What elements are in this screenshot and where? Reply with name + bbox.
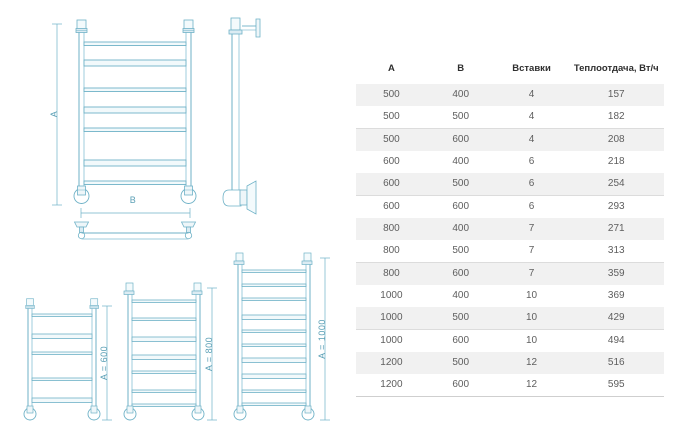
cell-a: 1000 xyxy=(356,285,427,307)
cell-b: 400 xyxy=(426,84,495,106)
cell-b: 400 xyxy=(426,218,495,240)
variant-label-600: A = 600 xyxy=(99,346,109,380)
cell-vstavki: 10 xyxy=(494,329,569,352)
bottom-view-drawing xyxy=(74,221,196,240)
cell-a: 600 xyxy=(356,195,427,218)
column-header-vstavki: Вставки xyxy=(494,57,569,84)
cell-teplootdacha: 359 xyxy=(568,262,664,285)
cell-teplootdacha: 271 xyxy=(568,218,664,240)
front-view-drawing: A B xyxy=(49,19,197,218)
cell-b: 500 xyxy=(426,352,495,374)
cell-vstavki: 7 xyxy=(494,262,569,285)
cell-a: 1200 xyxy=(356,374,427,397)
cell-a: 800 xyxy=(356,262,427,285)
cell-vstavki: 10 xyxy=(494,285,569,307)
cell-vstavki: 7 xyxy=(494,218,569,240)
cell-b: 600 xyxy=(426,329,495,352)
cell-vstavki: 6 xyxy=(494,173,569,196)
cell-vstavki: 10 xyxy=(494,307,569,330)
cell-a: 500 xyxy=(356,128,427,151)
variant-label-1000: A = 1000 xyxy=(317,319,327,359)
cell-b: 400 xyxy=(426,151,495,173)
cell-teplootdacha: 293 xyxy=(568,195,664,218)
technical-drawings-panel: A B xyxy=(23,17,330,421)
cell-a: 600 xyxy=(356,151,427,173)
cell-teplootdacha: 208 xyxy=(568,128,664,151)
cell-a: 500 xyxy=(356,106,427,129)
variant-drawing-600: A = 600 xyxy=(23,298,112,421)
cell-b: 500 xyxy=(426,173,495,196)
drawings-svg: A B xyxy=(23,17,330,421)
cell-b: 500 xyxy=(426,307,495,330)
cell-a: 600 xyxy=(356,173,427,196)
cell-a: 1000 xyxy=(356,329,427,352)
cell-a: 1200 xyxy=(356,352,427,374)
cell-vstavki: 12 xyxy=(494,374,569,397)
column-header-b: B xyxy=(426,57,495,84)
cell-a: 1000 xyxy=(356,307,427,330)
cell-b: 600 xyxy=(426,128,495,151)
cell-vstavki: 4 xyxy=(494,84,569,106)
cell-teplootdacha: 157 xyxy=(568,84,664,106)
cell-b: 500 xyxy=(426,240,495,263)
cell-teplootdacha: 182 xyxy=(568,106,664,129)
cell-teplootdacha: 313 xyxy=(568,240,664,263)
cell-b: 400 xyxy=(426,285,495,307)
variant-drawing-800: A = 800 xyxy=(123,282,217,421)
cell-vstavki: 6 xyxy=(494,195,569,218)
cell-b: 600 xyxy=(426,195,495,218)
variant-label-800: A = 800 xyxy=(204,337,214,371)
cell-vstavki: 12 xyxy=(494,352,569,374)
cell-vstavki: 4 xyxy=(494,106,569,129)
cell-teplootdacha: 218 xyxy=(568,151,664,173)
column-header-a: A xyxy=(356,57,427,84)
cell-vstavki: 6 xyxy=(494,151,569,173)
cell-teplootdacha: 595 xyxy=(568,374,664,397)
cell-a: 800 xyxy=(356,218,427,240)
cell-b: 500 xyxy=(426,106,495,129)
table-header-row: A B Вставки Теплоотдача, Вт/ч xyxy=(356,57,664,84)
table-header: A B Вставки Теплоотдача, Вт/ч xyxy=(356,57,664,84)
dimension-label-b: B xyxy=(130,195,137,205)
column-header-teplootdacha: Теплоотдача, Вт/ч xyxy=(568,57,664,84)
cell-vstavki: 4 xyxy=(494,128,569,151)
cell-teplootdacha: 254 xyxy=(568,173,664,196)
cell-a: 500 xyxy=(356,84,427,106)
cell-teplootdacha: 369 xyxy=(568,285,664,307)
cell-b: 600 xyxy=(426,262,495,285)
side-view-drawing xyxy=(222,17,261,215)
cell-vstavki: 7 xyxy=(494,240,569,263)
dimension-label-a: A xyxy=(49,111,59,118)
cell-a: 800 xyxy=(356,240,427,263)
cell-teplootdacha: 494 xyxy=(568,329,664,352)
cell-teplootdacha: 516 xyxy=(568,352,664,374)
cell-teplootdacha: 429 xyxy=(568,307,664,330)
variant-drawing-1000: A = 1000 xyxy=(233,252,330,421)
cell-b: 600 xyxy=(426,374,495,397)
